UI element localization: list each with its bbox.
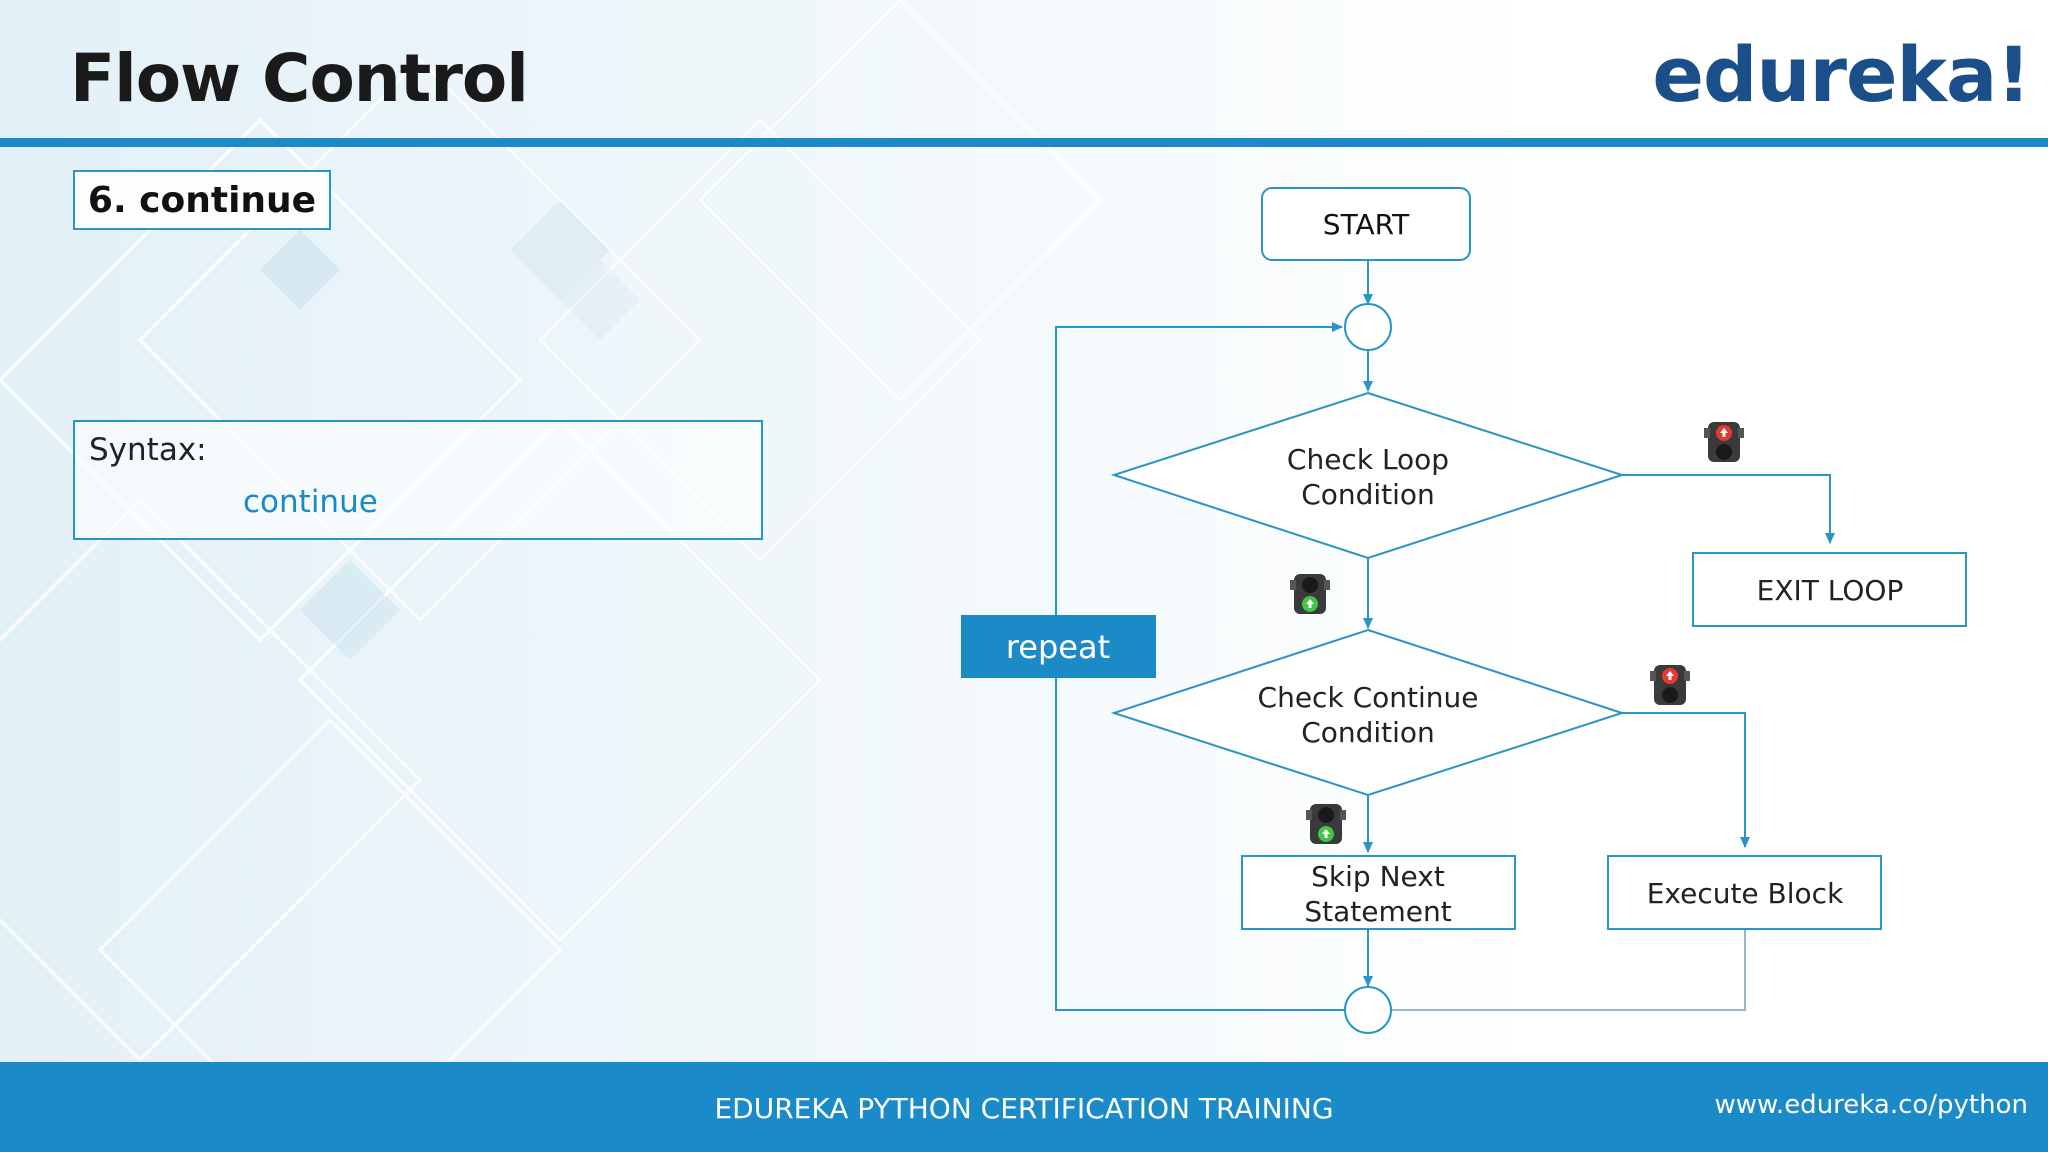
footer: EDUREKA PYTHON CERTIFICATION TRAINING ww… xyxy=(0,1062,2048,1152)
section-box: 6. continue xyxy=(73,170,331,230)
start-label: START xyxy=(1323,208,1410,241)
syntax-box: Syntax: continue xyxy=(73,420,763,540)
loop-condition-node xyxy=(1110,391,1626,560)
exit-loop-label: EXIT LOOP xyxy=(1757,574,1904,607)
loop-junction xyxy=(1344,303,1392,351)
repeat-label: repeat xyxy=(1006,628,1110,666)
syntax-label: Syntax: xyxy=(89,432,207,468)
section-label: 6. continue xyxy=(87,179,317,221)
exit-loop-node xyxy=(1692,552,1967,627)
bottom-junction xyxy=(1344,986,1392,1034)
arrow-continue-false-to-execute xyxy=(1622,712,1750,848)
syntax-code: continue xyxy=(243,484,378,520)
skip-next-node xyxy=(1241,855,1516,930)
green-signal-icon xyxy=(1290,574,1330,614)
arrow-loop-false-to-exit xyxy=(1622,474,1835,544)
continue-condition-node xyxy=(1110,628,1626,797)
green-signal-icon xyxy=(1306,804,1346,844)
header-rule xyxy=(0,138,2048,147)
continue-condition-label-line2: Condition xyxy=(1301,716,1435,749)
red-signal-icon xyxy=(1650,665,1690,705)
execute-block-label: Execute Block xyxy=(1647,877,1844,910)
repeat-box xyxy=(961,615,1156,678)
footer-url[interactable]: www.edureka.co/python xyxy=(1714,1090,2028,1120)
red-signal-icon xyxy=(1704,422,1744,462)
edureka-logo: edureka! xyxy=(1652,30,2031,119)
start-node xyxy=(1261,187,1471,261)
footer-title: EDUREKA PYTHON CERTIFICATION TRAINING xyxy=(714,1092,1334,1125)
loop-condition-label-line2: Condition xyxy=(1301,478,1435,511)
line-execute-to-bottom-join xyxy=(1392,929,1746,1011)
skip-next-label-line2: Statement xyxy=(1304,895,1451,928)
skip-next-label-line1: Skip Next xyxy=(1311,860,1445,893)
execute-block-node xyxy=(1607,855,1882,930)
slide-title: Flow Control xyxy=(70,40,529,117)
continue-condition-label-line1: Check Continue xyxy=(1258,681,1479,714)
loop-condition-label-line1: Check Loop xyxy=(1287,443,1449,476)
